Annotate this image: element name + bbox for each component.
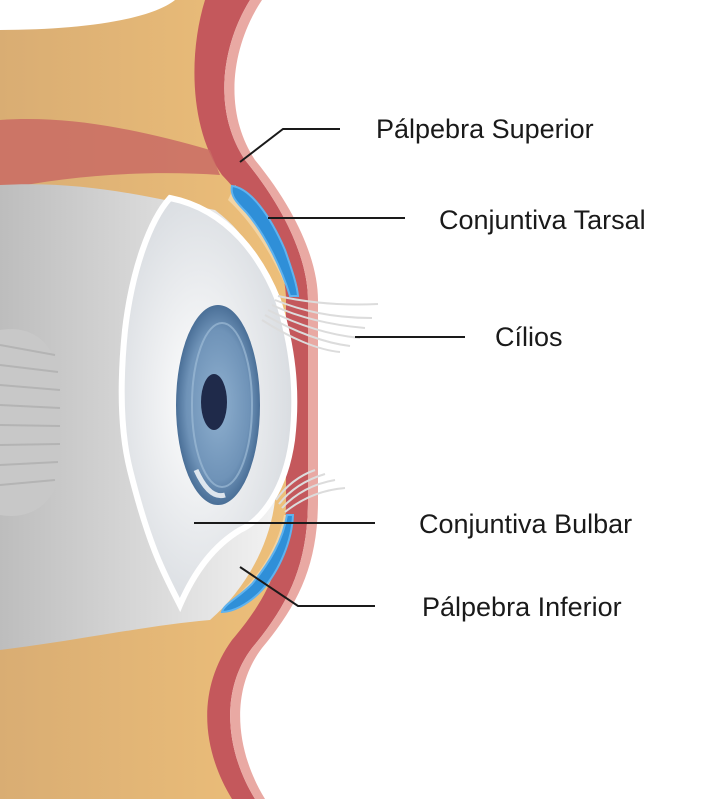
- label-tarsal-conjunctiva: Conjuntiva Tarsal: [439, 205, 646, 235]
- eye-highlight: [193, 468, 226, 499]
- label-lower-eyelid: Pálpebra Inferior: [422, 592, 622, 622]
- pupil: [201, 374, 227, 430]
- iris-ring: [191, 322, 253, 488]
- leader-upper-eyelid: [239, 128, 340, 163]
- bulbar-conjunctiva: [220, 514, 295, 614]
- label-upper-eyelid: Pálpebra Superior: [376, 114, 594, 144]
- upper-orbit-muscle: [0, 119, 220, 190]
- leader-lines: [194, 128, 465, 607]
- skin-outer-line: [224, 0, 318, 799]
- upper-eyelashes: [261, 295, 379, 353]
- lower-eyelashes: [275, 469, 346, 513]
- tarsal-conjunctiva: [230, 184, 300, 297]
- label-bulbar-conjunctiva: Conjuntiva Bulbar: [419, 509, 632, 539]
- label-eyelashes: Cílios: [495, 322, 563, 352]
- lens-striations: [0, 344, 61, 486]
- lens: [0, 329, 60, 516]
- orbicularis-muscle: [194, 0, 308, 799]
- leader-lower-eyelid: [239, 566, 375, 607]
